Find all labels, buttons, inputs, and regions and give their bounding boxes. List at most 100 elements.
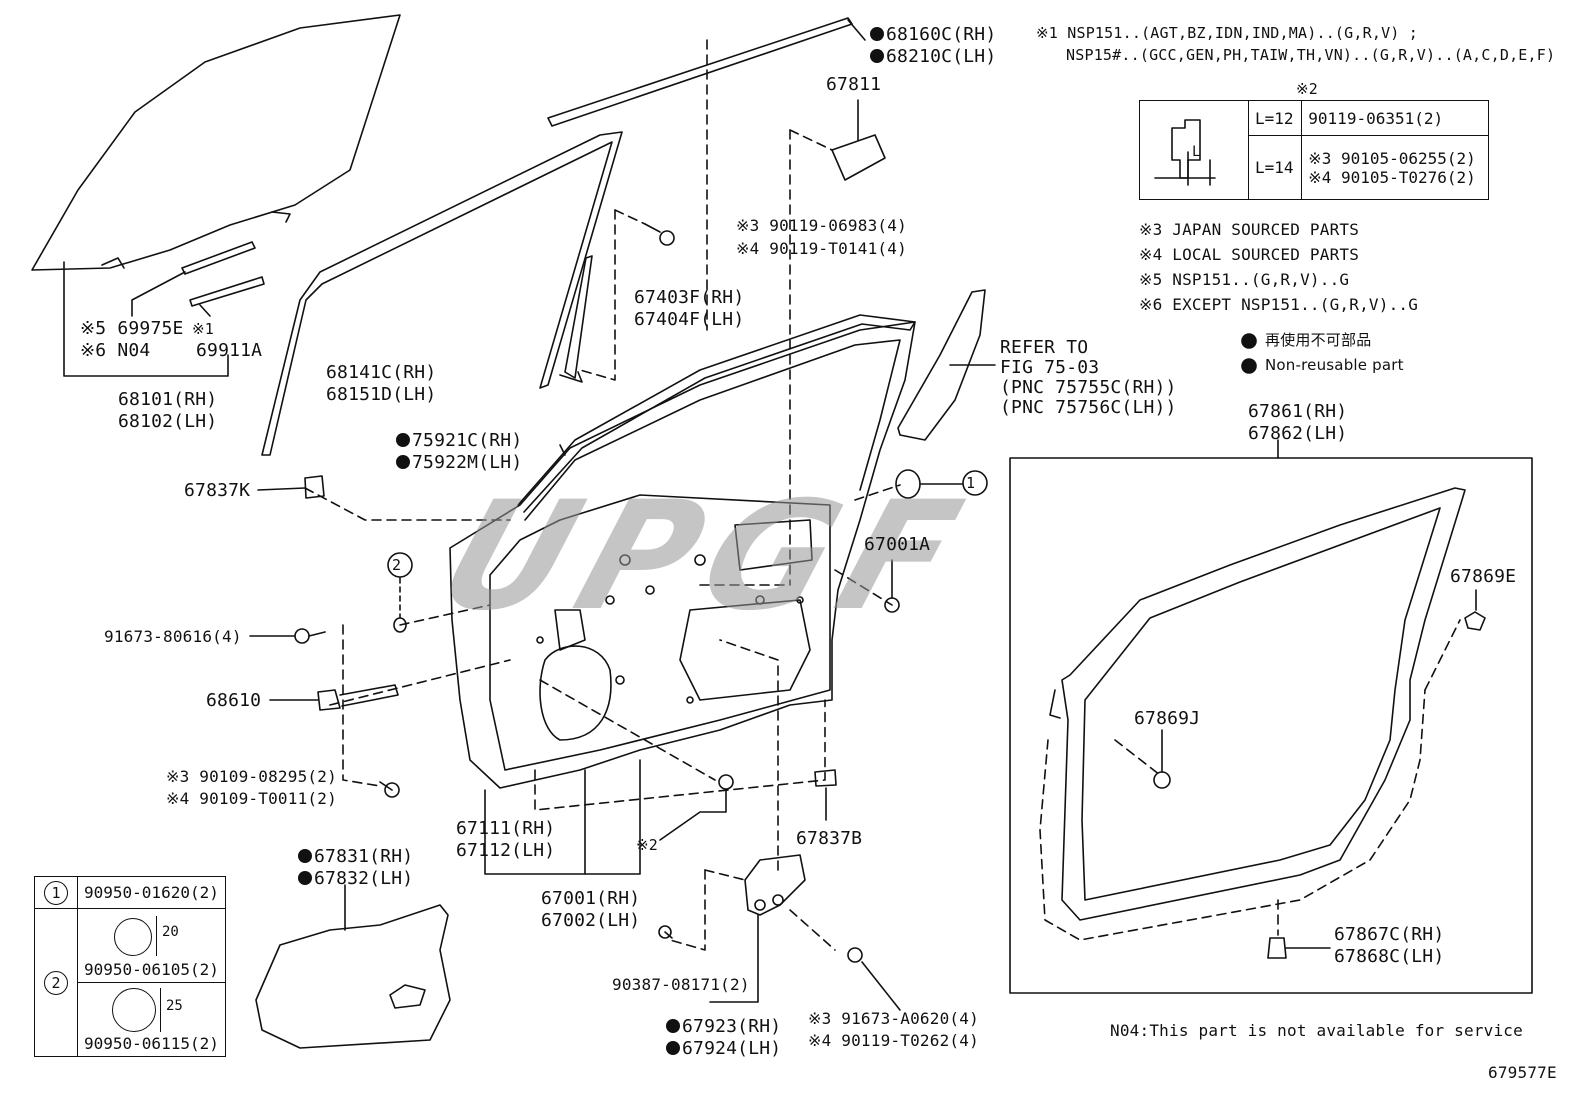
nonreusable-icon — [298, 849, 312, 863]
bolt-center — [659, 774, 734, 841]
nonreusable-jp: 再使用不可部品 — [1265, 331, 1372, 349]
nonreusable-icon — [870, 27, 884, 41]
nonreusable-icon — [396, 433, 410, 447]
label-67869e[interactable]: 67869E — [1450, 566, 1517, 587]
label-90119-t0141[interactable]: ※4 90119-T0141(4) — [736, 239, 907, 258]
label-n04[interactable]: ※6 N04 — [80, 340, 151, 361]
glass-run-piece-a — [181, 241, 256, 275]
label-67002[interactable]: 67002(LH) — [541, 910, 641, 931]
label-67403[interactable]: 67403F(RH) — [634, 287, 745, 308]
legend-c2a-part[interactable]: 90950-06105(2) — [84, 960, 219, 979]
label-91673-80616[interactable]: 91673-80616(4) — [104, 627, 242, 646]
leader-69911 — [199, 304, 211, 317]
bolt-table: L L=12 90119-06351(2) L=14 ※3 90105-0625… — [1139, 99, 1489, 200]
label-67868[interactable]: 67868C(LH) — [1334, 946, 1445, 967]
label-68210[interactable]: 68210C(LH) — [870, 46, 996, 67]
label-67923-text: 67923(RH) — [682, 1016, 782, 1037]
label-69975[interactable]: ※5 69975E — [80, 318, 184, 339]
label-67861[interactable]: 67861(RH) — [1248, 401, 1348, 422]
rear-garnish-75755 — [897, 289, 986, 441]
legend-c2-cell: 2 — [34, 908, 78, 1057]
nonreusable-dot-icon-2 — [1241, 358, 1257, 374]
note-1-line2: NSP15#..(GCC,GEN,PH,TAIW,TH,VN)..(G,R,V)… — [1066, 46, 1556, 64]
leader-67001 — [584, 759, 641, 875]
legend-c1-part[interactable]: 90950-01620(2) — [77, 876, 226, 909]
label-67111[interactable]: 67111(RH) — [456, 818, 556, 839]
refer-line2[interactable]: FIG 75-03 — [1000, 357, 1100, 378]
label-68141[interactable]: 68141C(RH) — [326, 362, 437, 383]
label-67811[interactable]: 67811 — [826, 74, 882, 95]
label-67832[interactable]: 67832(LH) — [298, 868, 413, 889]
l12-part: 90119-06351(2) — [1301, 99, 1489, 137]
l14-cell: L=14 — [1247, 135, 1303, 200]
label-75922[interactable]: 75922M(LH) — [396, 452, 522, 473]
nonreusable-icon — [666, 1041, 680, 1055]
label-star2: ※2 — [636, 836, 658, 854]
label-67001a[interactable]: 67001A — [864, 534, 931, 555]
label-68160[interactable]: 68160C(RH) — [870, 24, 996, 45]
label-90109-08295[interactable]: ※3 90109-08295(2) — [166, 767, 337, 786]
channel-67403 — [564, 255, 593, 379]
label-67869j[interactable]: 67869J — [1134, 708, 1201, 729]
label-68160-text: 68160C(RH) — [886, 24, 997, 45]
note-1-line1: ※1 NSP151..(AGT,BZ,IDN,IND,MA)..(G,R,V) … — [1036, 24, 1418, 42]
clip-67869e — [1464, 611, 1486, 631]
clip-67869j — [1153, 771, 1171, 789]
weatherstrip-dashed-outline — [1039, 619, 1461, 941]
label-67837b[interactable]: 67837B — [796, 828, 863, 849]
callout-2-label: 2 — [392, 556, 402, 574]
frame-moulding-68141 — [261, 131, 623, 456]
label-69911-star: ※1 — [192, 320, 214, 338]
label-68151[interactable]: 68151D(LH) — [326, 384, 437, 405]
label-90119-t0262[interactable]: ※4 90119-T0262(4) — [808, 1031, 979, 1050]
refer-line4: (PNC 75756C(LH)) — [1000, 397, 1177, 418]
label-75921[interactable]: 75921C(RH) — [396, 430, 522, 451]
label-90119-06983[interactable]: ※3 90119-06983(4) — [736, 216, 907, 235]
label-67924-text: 67924(LH) — [682, 1038, 782, 1059]
label-67404[interactable]: 67404F(LH) — [634, 309, 745, 330]
nonreusable-dot-icon — [1241, 333, 1257, 349]
label-90109-t0011[interactable]: ※4 90109-T0011(2) — [166, 789, 337, 808]
label-67837k[interactable]: 67837K — [184, 480, 251, 501]
callout-2-icon: 2 — [44, 970, 68, 995]
l14-part2: ※4 90105-T0276(2) — [1308, 167, 1476, 187]
bolt-90119-06983 — [644, 223, 675, 246]
label-91673-a0620[interactable]: ※3 91673-A0620(4) — [808, 1009, 979, 1028]
label-75921-text: 75921C(RH) — [412, 430, 523, 451]
nonreusable-en: Non-reusable part — [1265, 356, 1404, 374]
l14-parts: ※3 90105-06255(2)※4 90105-T0276(2) — [1301, 135, 1489, 200]
nonreusable-icon — [666, 1019, 680, 1033]
label-67867[interactable]: 67867C(RH) — [1334, 924, 1445, 945]
weatherstrip-75921 — [517, 314, 916, 513]
door-weatherstrip-67861 — [1049, 487, 1466, 921]
door-glass — [31, 14, 401, 271]
label-67862[interactable]: 67862(LH) — [1248, 423, 1348, 444]
label-67832-text: 67832(LH) — [314, 868, 414, 889]
label-67924[interactable]: 67924(LH) — [666, 1038, 781, 1059]
label-68102[interactable]: 68102(LH) — [118, 411, 218, 432]
pad-67831 — [255, 904, 451, 1049]
refer-line3: (PNC 75755C(RH)) — [1000, 377, 1177, 398]
bolt-table-title: ※2 — [1296, 80, 1318, 98]
label-68610[interactable]: 68610 — [206, 690, 262, 711]
plug-20-icon — [114, 918, 152, 956]
label-69911[interactable]: 69911A — [196, 340, 263, 361]
dim-20: 20 — [162, 924, 179, 940]
note-n04: N04:This part is not available for servi… — [1110, 1021, 1523, 1040]
label-75922-text: 75922M(LH) — [412, 452, 523, 473]
label-68101[interactable]: 68101(RH) — [118, 389, 218, 410]
hole-plug-1 — [895, 469, 988, 499]
label-67112[interactable]: 67112(LH) — [456, 840, 556, 861]
label-90387[interactable]: 90387-08171(2) — [612, 975, 750, 994]
legend-c2a: 20 90950-06105(2) — [77, 908, 226, 983]
label-67001[interactable]: 67001(RH) — [541, 888, 641, 909]
plug-20-sketch: 20 — [84, 912, 219, 960]
label-67831[interactable]: 67831(RH) — [298, 846, 413, 867]
legend-c2b-part[interactable]: 90950-06115(2) — [84, 1034, 219, 1053]
label-67923[interactable]: 67923(RH) — [666, 1016, 781, 1037]
callout-1-icon: 1 — [44, 880, 68, 905]
diagram-id: 679577E — [1488, 1063, 1557, 1082]
leader-68101 — [63, 261, 229, 377]
